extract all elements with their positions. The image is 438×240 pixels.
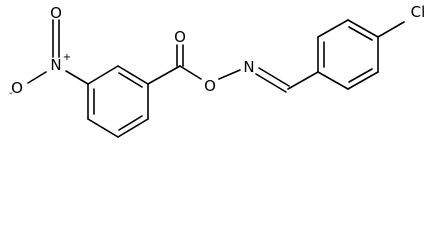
bond xyxy=(87,118,119,138)
bond xyxy=(147,65,181,85)
bond xyxy=(317,71,349,90)
chlorine-label: Cl xyxy=(411,3,426,21)
nitro-n-charge: + xyxy=(63,52,71,63)
double-bond-inner xyxy=(348,26,373,41)
bond xyxy=(347,71,379,90)
oxime-group: N xyxy=(218,58,319,93)
bond xyxy=(179,65,202,80)
nitro-o-double-label: O xyxy=(50,4,62,22)
oxime-n-label: N xyxy=(243,58,254,76)
bond xyxy=(117,118,149,138)
bond xyxy=(347,19,379,38)
bond xyxy=(258,67,290,87)
bond xyxy=(117,65,149,85)
double-bond-inner xyxy=(118,72,143,88)
chlorophenyl-ring xyxy=(317,19,379,90)
bond xyxy=(317,19,349,38)
nitro-o-charge: - xyxy=(9,88,13,99)
double-bond-inner xyxy=(348,68,373,83)
bond xyxy=(65,70,89,85)
bond xyxy=(255,73,287,93)
bond xyxy=(218,69,241,80)
ester-o-label: O xyxy=(204,77,216,95)
double-bond-inner xyxy=(118,115,143,131)
nitrobenzene-ring xyxy=(87,65,149,138)
nitro-group: N + O O - xyxy=(9,4,89,99)
carbonyl-o-label: O xyxy=(174,28,186,46)
ester-group: O O xyxy=(147,28,216,95)
bond xyxy=(27,71,47,84)
nitro-o-minus-label: O xyxy=(11,79,23,97)
bond xyxy=(87,65,119,85)
structure-diagram: N + O O - O O N xyxy=(9,3,426,138)
nitro-n-label: N xyxy=(50,56,61,74)
bond xyxy=(287,71,319,90)
bond xyxy=(377,21,405,38)
chloro-substituent: Cl xyxy=(377,3,426,38)
molecule-drawing: N + O O - O O N xyxy=(9,3,426,138)
